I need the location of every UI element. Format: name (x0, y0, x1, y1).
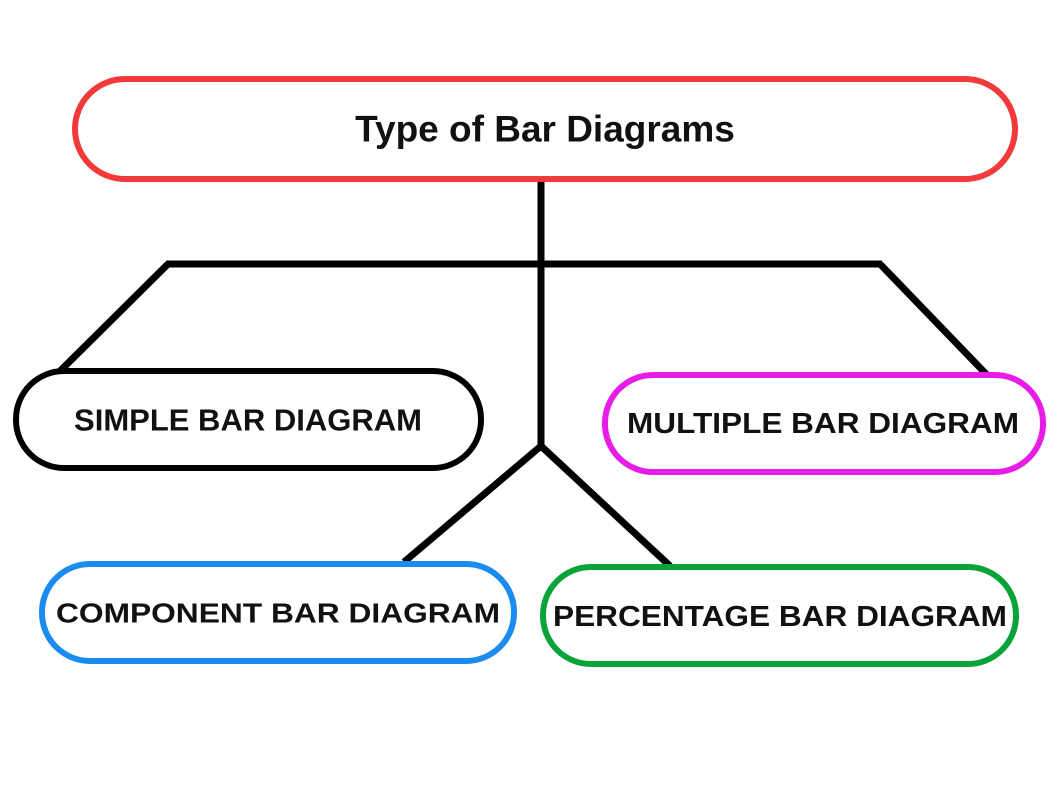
node-simple-bar-diagram: SIMPLE BAR DIAGRAM (13, 368, 484, 471)
connector-to-simple (52, 261, 171, 379)
node-percentage-bar-diagram: PERCENTAGE BAR DIAGRAM (540, 564, 1019, 667)
node-simple-outline (13, 368, 484, 471)
node-component-label: COMPONENT BAR DIAGRAM (56, 598, 500, 629)
connector-to-multiple (877, 261, 991, 379)
node-component-bar-diagram: COMPONENT BAR DIAGRAM (39, 561, 517, 664)
node-component-outline (39, 561, 517, 664)
node-multiple-label: MULTIPLE BAR DIAGRAM (627, 408, 1019, 440)
connector-to-component (401, 443, 544, 565)
connector-to-percentage (538, 443, 673, 569)
node-simple-label: SIMPLE BAR DIAGRAM (74, 403, 422, 438)
node-multiple-bar-diagram: MULTIPLE BAR DIAGRAM (602, 372, 1046, 475)
node-multiple-outline (602, 372, 1046, 475)
root-node-outline (72, 76, 1018, 182)
node-percentage-outline (540, 564, 1019, 667)
root-node: Type of Bar Diagrams (72, 76, 1018, 182)
node-percentage-label: PERCENTAGE BAR DIAGRAM (553, 601, 1007, 633)
connector-lines (52, 178, 991, 569)
root-node-label: Type of Bar Diagrams (355, 109, 735, 150)
